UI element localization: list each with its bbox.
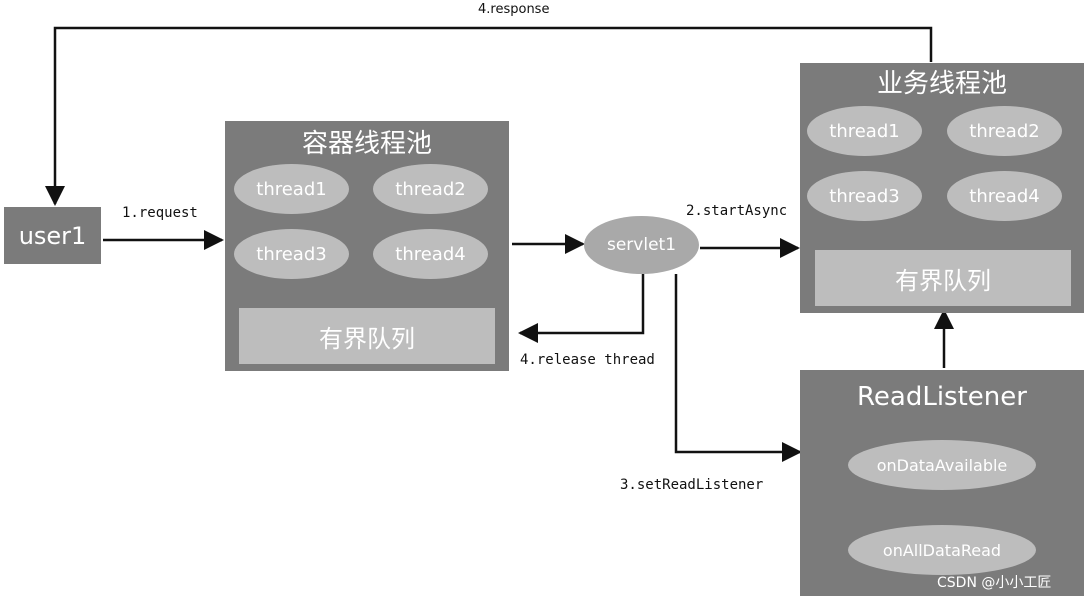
read-listener-box: ReadListener onDataAvailable onAllDataRe… [800, 370, 1084, 596]
container-thread-1: thread1 [234, 164, 349, 214]
read-listener-title: ReadListener [857, 382, 1027, 412]
release-thread-arrow [518, 274, 645, 343]
container-bounded-queue: 有界队列 [239, 308, 495, 364]
business-thread-4: thread4 [947, 171, 1062, 221]
start-async-label: 2.startAsync [686, 203, 788, 219]
container-thread-3: thread3 [234, 229, 349, 279]
business-pool-title: 业务线程池 [876, 69, 1007, 99]
set-read-listener-label: 3.setReadListener [620, 477, 764, 493]
set-read-listener-arrow [674, 274, 802, 462]
container-pool-title: 容器线程池 [301, 129, 432, 159]
request-label: 1.request [122, 205, 198, 221]
business-thread-1: thread1 [807, 106, 922, 156]
release-thread-label: 4.release thread [520, 352, 655, 368]
response-label: 4.response [478, 2, 550, 17]
business-bounded-queue: 有界队列 [815, 250, 1071, 306]
container-thread-2: thread2 [373, 164, 488, 214]
user-label: user1 [18, 221, 87, 250]
container-thread-pool: 容器线程池 thread1 thread2 thread3 thread4 有界… [225, 121, 509, 371]
on-all-data-read-method: onAllDataRead [848, 525, 1036, 575]
business-thread-2: thread2 [947, 106, 1062, 156]
response-arrow [45, 26, 933, 206]
business-thread-pool: 业务线程池 thread1 thread2 thread3 thread4 有界… [800, 63, 1084, 313]
container-thread-4: thread4 [373, 229, 488, 279]
servlet-node: servlet1 [584, 216, 699, 274]
on-data-available-method: onDataAvailable [848, 440, 1036, 490]
business-thread-3: thread3 [807, 171, 922, 221]
user-box: user1 [4, 207, 101, 264]
watermark: CSDN @小小工匠 [937, 575, 1052, 591]
